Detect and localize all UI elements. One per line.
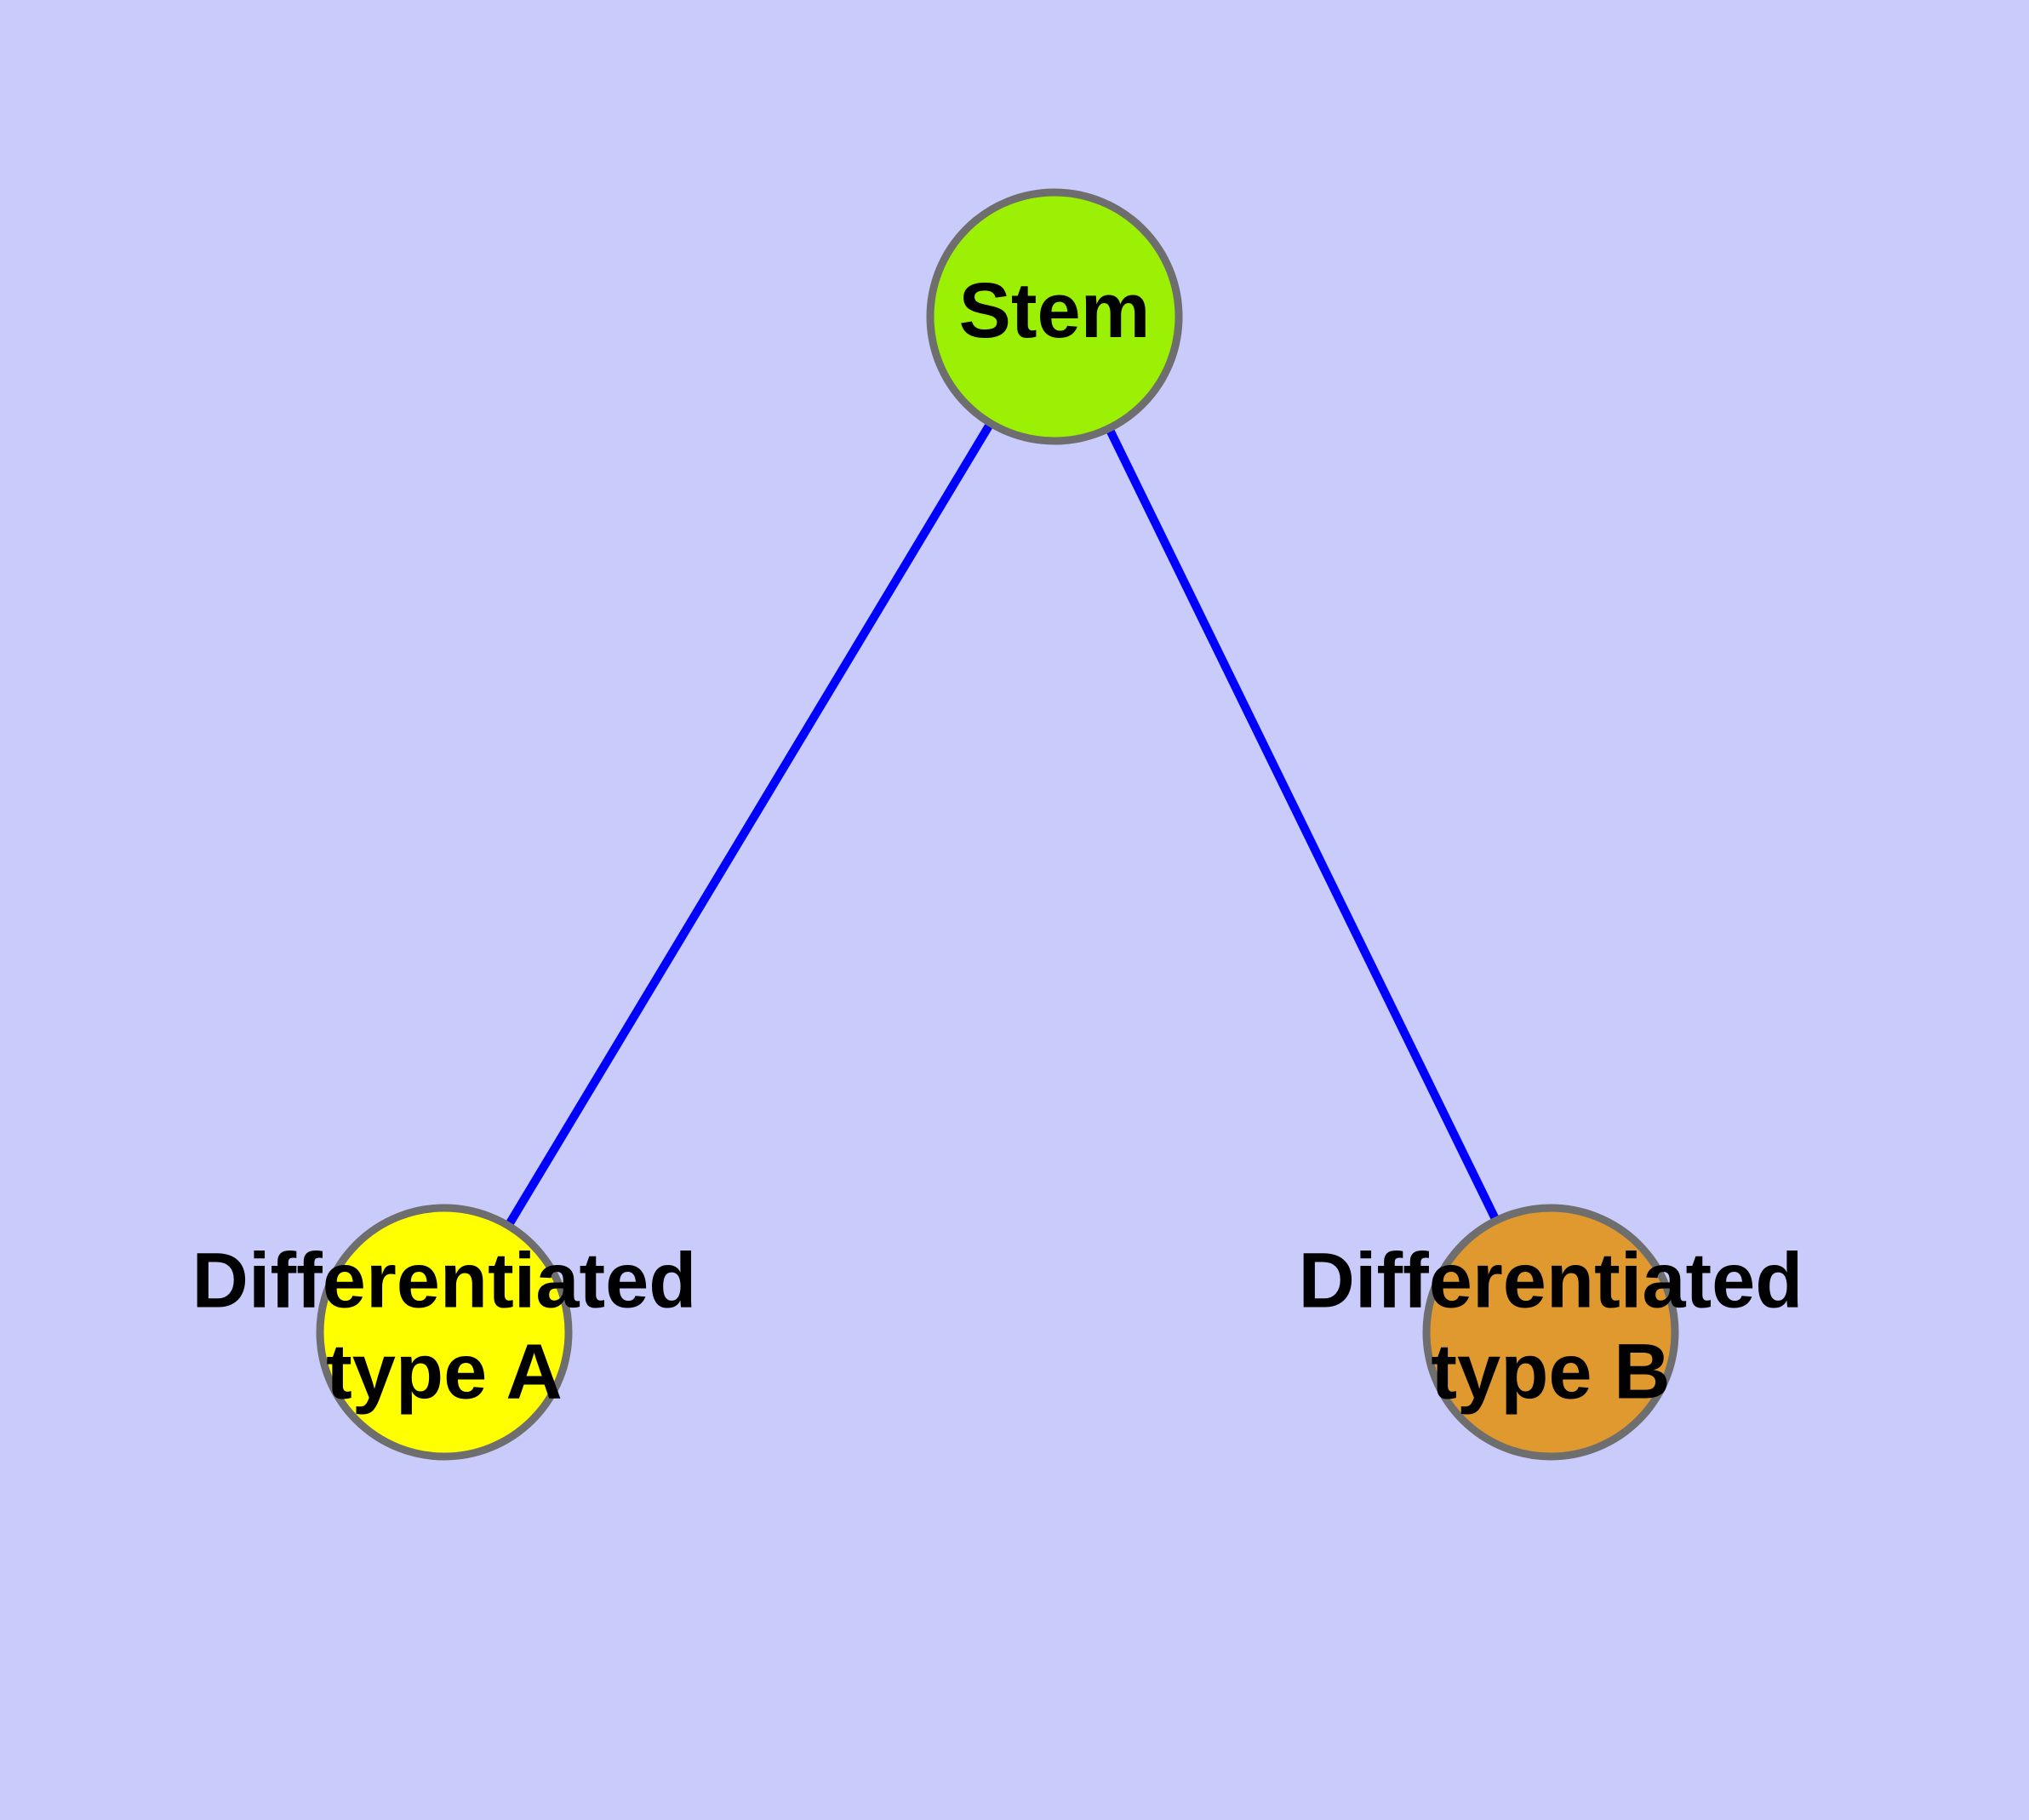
node-label-line: Differentiated: [192, 1238, 697, 1325]
node-label-stem: Stem: [959, 267, 1151, 354]
edge-stem-diff-b[interactable]: [1050, 314, 1555, 1335]
node-label-line: Stem: [959, 267, 1151, 354]
node-circle-diff_a[interactable]: [316, 1204, 573, 1461]
node-label-line: Differentiated: [1299, 1238, 1803, 1325]
edges-layer: [440, 314, 1555, 1335]
edge-stem-diff-a[interactable]: [440, 314, 1059, 1335]
node-label-line: type A: [326, 1329, 563, 1416]
node-circle-stem[interactable]: [926, 188, 1183, 445]
node-circle-diff_b[interactable]: [1422, 1204, 1679, 1461]
node-stem[interactable]: Stem: [926, 188, 1183, 445]
node-label-line: type B: [1431, 1329, 1670, 1416]
